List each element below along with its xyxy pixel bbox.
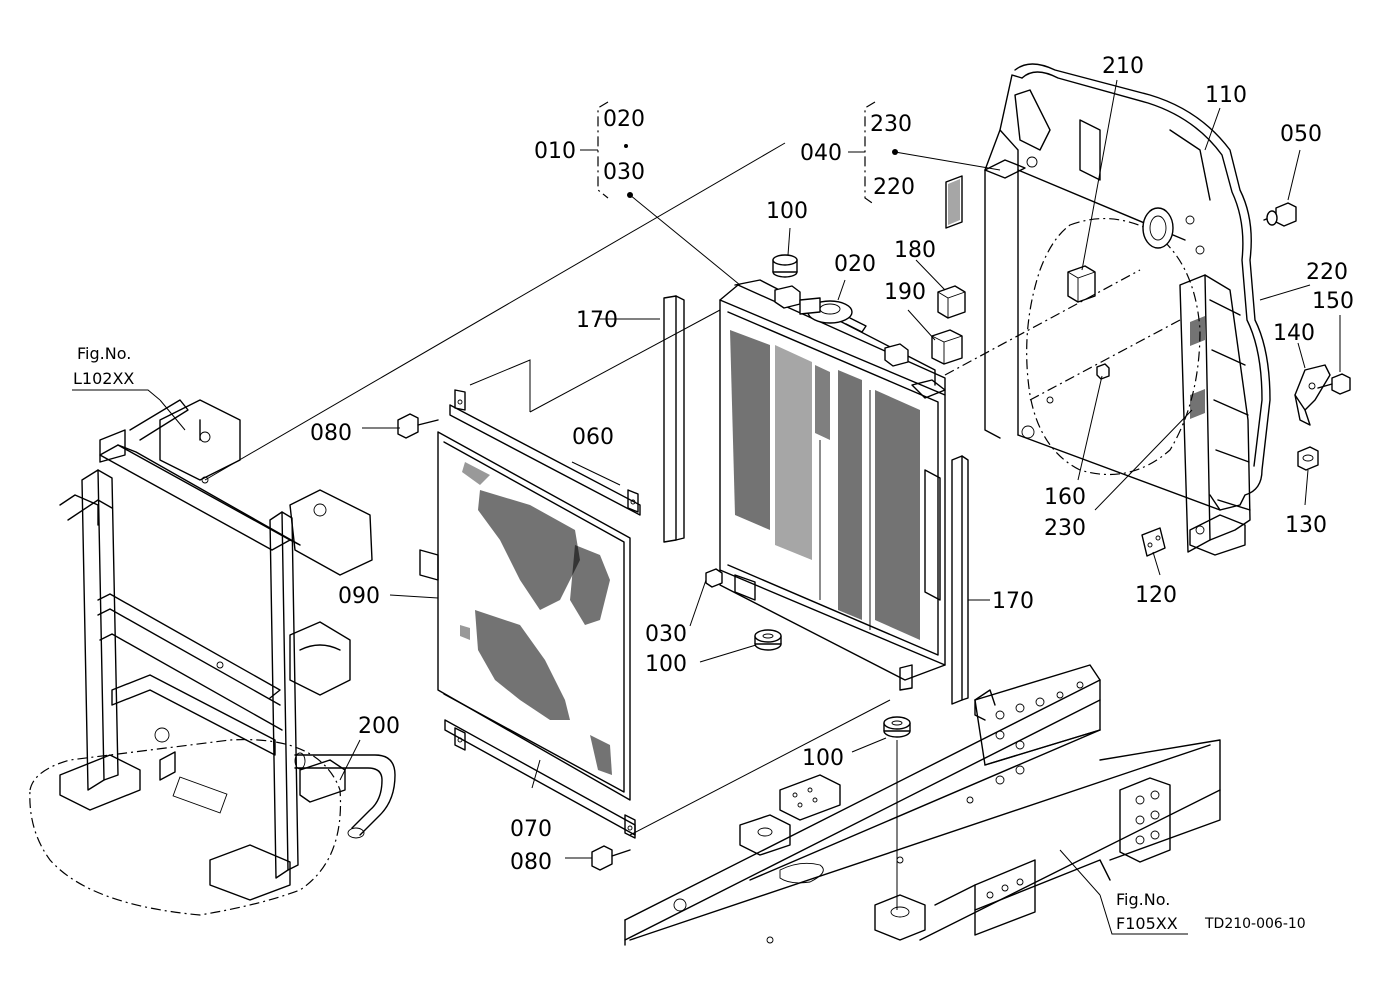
screen-090 bbox=[419, 431, 631, 801]
callout-120: 120 bbox=[1135, 583, 1177, 608]
callout-060: 060 bbox=[572, 425, 614, 450]
pipe-200 bbox=[294, 752, 396, 839]
bolt-050 bbox=[1263, 202, 1297, 227]
callout-220-top: 220 bbox=[873, 175, 915, 200]
bolt-150 bbox=[1317, 373, 1351, 395]
callout-070: 070 bbox=[510, 817, 552, 842]
callout-030-drain: 030 bbox=[645, 622, 687, 647]
callout-190: 190 bbox=[884, 280, 926, 305]
callout-100-top: 100 bbox=[766, 199, 808, 224]
callout-180: 180 bbox=[894, 238, 936, 263]
fig-ref-left-title: Fig.No. bbox=[77, 344, 131, 363]
callout-140: 140 bbox=[1273, 321, 1315, 346]
callout-170-left: 170 bbox=[576, 308, 618, 333]
callout-170-right: 170 bbox=[992, 589, 1034, 614]
bolt-130 bbox=[1297, 446, 1319, 471]
callout-200: 200 bbox=[358, 714, 400, 739]
cushion-190 bbox=[931, 329, 963, 365]
mount-100-top bbox=[772, 254, 798, 278]
drain-cock-030 bbox=[705, 568, 723, 588]
callout-090: 090 bbox=[338, 584, 380, 609]
callout-020-cap: 020 bbox=[834, 252, 876, 277]
leader-lines bbox=[159, 79, 1341, 910]
seal-170-right bbox=[951, 455, 969, 705]
callout-150: 150 bbox=[1312, 289, 1354, 314]
callout-040: 040 bbox=[800, 141, 842, 166]
fan-shroud-110 bbox=[984, 63, 1271, 556]
callout-010: 010 bbox=[534, 139, 576, 164]
bracket-140 bbox=[1294, 364, 1331, 426]
callout-100-mid: 100 bbox=[645, 652, 687, 677]
callout-220-right: 220 bbox=[1306, 260, 1348, 285]
fig-ref-right-code: F105XX bbox=[1116, 914, 1178, 933]
seal-170-left bbox=[663, 295, 685, 543]
rubber-220-top bbox=[945, 175, 963, 229]
callout-210: 210 bbox=[1102, 54, 1144, 79]
main-frame bbox=[624, 664, 1221, 946]
callout-050: 050 bbox=[1280, 122, 1322, 147]
cushion-180 bbox=[937, 285, 966, 319]
mount-100-low bbox=[883, 716, 911, 738]
figure-reference-left: Fig.No. L102XX bbox=[72, 344, 161, 401]
plate-120 bbox=[1141, 527, 1166, 557]
figure-reference-right: Fig.No. F105XX bbox=[1099, 890, 1188, 935]
mount-100-mid bbox=[754, 629, 782, 651]
callout-080-bottom: 080 bbox=[510, 850, 552, 875]
bar-060 bbox=[449, 389, 641, 516]
bolt-080-bottom bbox=[591, 845, 631, 871]
drawing-code: TD210-006-10 bbox=[1204, 916, 1306, 932]
bolt-080-top bbox=[397, 413, 439, 439]
callout-080-top: 080 bbox=[310, 421, 352, 446]
bracket-marks bbox=[580, 101, 898, 206]
callout-230-top: 230 bbox=[870, 112, 912, 137]
callout-110: 110 bbox=[1205, 83, 1247, 108]
callout-030-top: 030 bbox=[603, 160, 645, 185]
callout-100-low: 100 bbox=[802, 746, 844, 771]
callout-230-bottom: 230 bbox=[1044, 516, 1086, 541]
front-frame bbox=[29, 399, 373, 916]
callout-020-top: 020 bbox=[603, 107, 645, 132]
fig-ref-left-code: L102XX bbox=[73, 369, 134, 388]
bar-070 bbox=[444, 719, 636, 839]
fig-ref-right-title: Fig.No. bbox=[1116, 890, 1170, 909]
callout-130: 130 bbox=[1285, 513, 1327, 538]
callout-labels: 010 020 030 040 230 220 210 110 050 100 … bbox=[310, 54, 1354, 875]
callout-160: 160 bbox=[1044, 485, 1086, 510]
radiator-cap-020 bbox=[774, 285, 909, 367]
radiator-core bbox=[719, 279, 946, 691]
